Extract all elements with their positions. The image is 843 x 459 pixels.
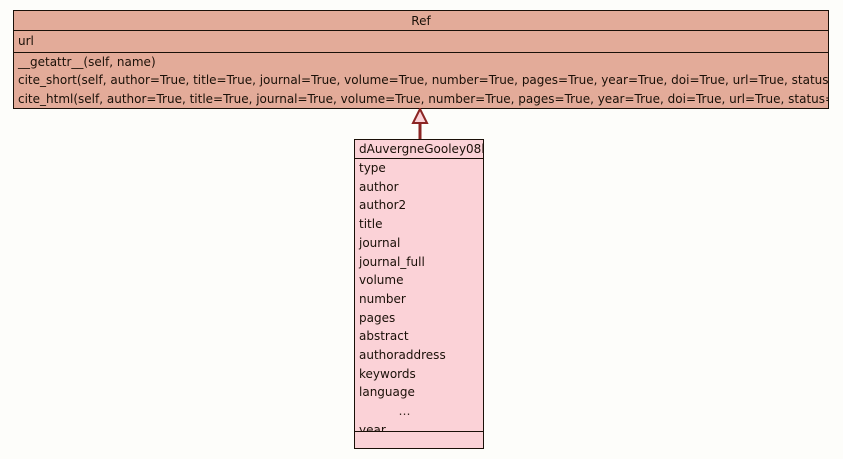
- attribute-row: type: [359, 161, 386, 175]
- attribute-row: year: [359, 422, 386, 431]
- attribute-row: number: [359, 291, 406, 306]
- generalization-arrow-icon: [411, 108, 429, 141]
- class-name-dauvergnegooley08b: dAuvergneGooley08b: [355, 140, 483, 159]
- attribute-row: journal_full: [359, 254, 425, 269]
- attribute-row: keywords: [359, 366, 416, 381]
- attribute-row: pages: [359, 310, 396, 325]
- generalization-triangle: [411, 108, 429, 124]
- operation-row: __getattr__(self, name): [18, 55, 156, 69]
- attribute-row: language: [359, 385, 415, 400]
- uml-class-dauvergnegooley08b[interactable]: dAuvergneGooley08b type author author2 t…: [354, 139, 484, 449]
- operations-compartment-ref: __getattr__(self, name) cite_short(self,…: [14, 52, 828, 108]
- class-name-ref: Ref: [14, 11, 828, 31]
- attribute-row: volume: [359, 273, 404, 288]
- attributes-compartment-dauvergnegooley08b: type author author2 title journal journa…: [355, 159, 483, 431]
- attribute-row: abstract: [359, 329, 409, 344]
- uml-class-ref[interactable]: Ref url __getattr__(self, name) cite_sho…: [13, 10, 829, 109]
- operation-row: cite_html(self, author=True, title=True,…: [18, 91, 828, 106]
- attribute-row: title: [359, 217, 383, 232]
- operations-compartment-dauvergnegooley08b: [355, 431, 483, 448]
- attribute-truncation-ellipsis: …: [398, 404, 412, 419]
- attribute-row: url: [18, 34, 34, 48]
- attribute-row: author: [359, 179, 399, 194]
- attribute-row: journal: [359, 235, 401, 250]
- attribute-row: authoraddress: [359, 348, 446, 363]
- attributes-compartment-ref: url: [14, 31, 828, 52]
- attribute-row: author2: [359, 198, 407, 213]
- operation-row: cite_short(self, author=True, title=True…: [18, 73, 828, 88]
